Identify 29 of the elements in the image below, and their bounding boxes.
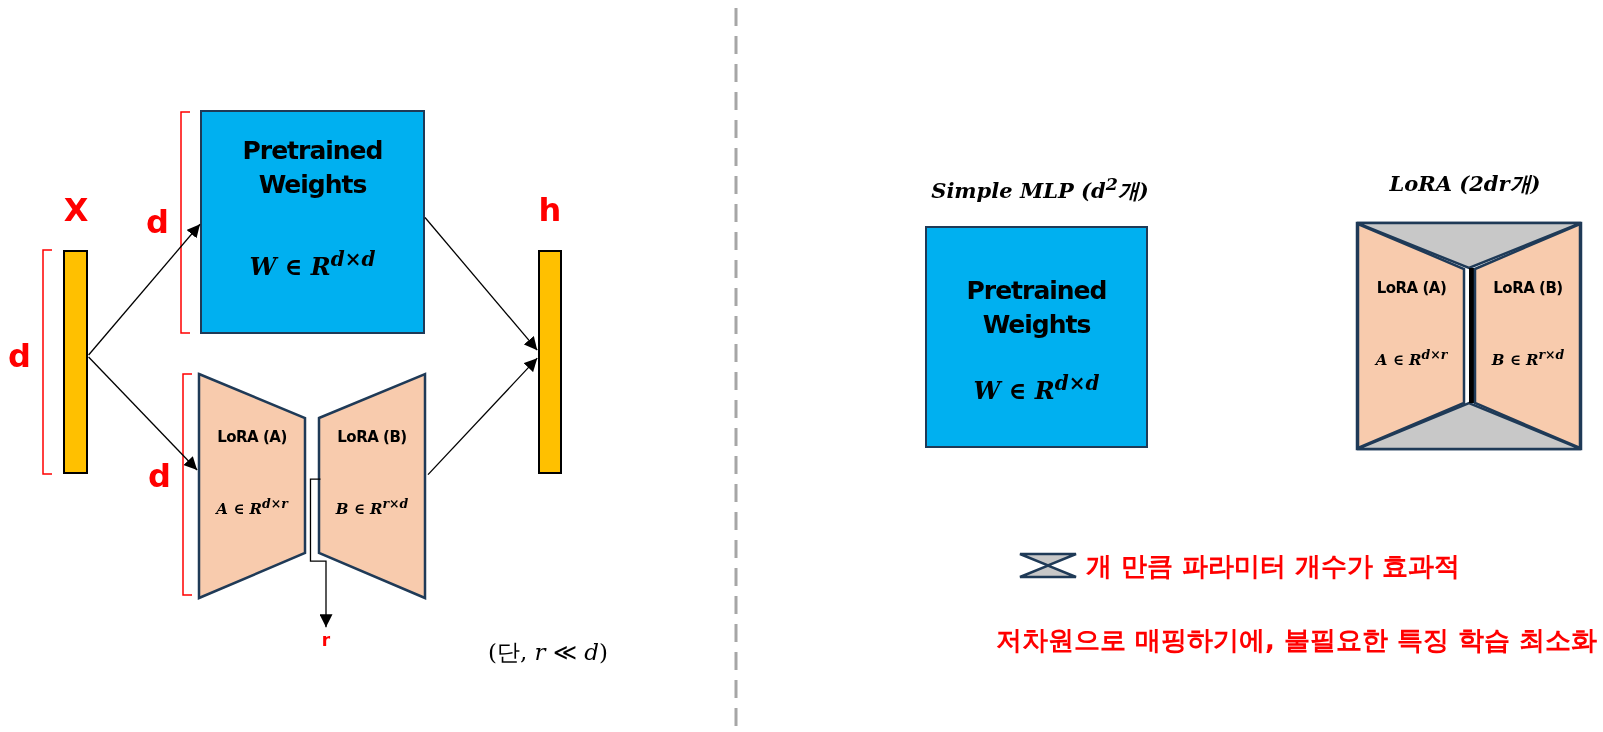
arrow	[87, 223, 201, 356]
note: (단, r ≪ d)	[488, 638, 608, 667]
dimension-label: d	[8, 336, 31, 376]
arrow	[424, 216, 538, 351]
figure-title: LoRA (2dr개)	[1388, 170, 1542, 198]
trapezoid-title: LoRA (B)	[336, 427, 408, 447]
dimension-label: d	[148, 456, 171, 496]
vector-label: h	[537, 190, 563, 230]
weight-box	[200, 110, 425, 334]
arrow	[309, 478, 333, 628]
formula: B ∈ R$^{r×d}$	[1490, 346, 1566, 370]
formula: W ∈ R$^{d×d}$	[248, 246, 377, 282]
formula: B ∈ R$^{r×d}$	[334, 495, 410, 519]
note: 개 만큼 파라미터 개수가 효과적	[1086, 550, 1461, 583]
vector-label: X	[62, 190, 90, 230]
note: 저차원으로 매핑하기에, 불필요한 특징 학습 최소화	[995, 624, 1597, 657]
arrow	[87, 356, 198, 471]
dimension-label: d	[146, 202, 169, 242]
dimension-label: r	[320, 629, 332, 652]
formula: A ∈ R$^{d×r}$	[214, 495, 290, 519]
arrow	[427, 357, 538, 476]
trapezoid-title: LoRA (A)	[1375, 278, 1448, 298]
trapezoid-title: LoRA (A)	[216, 427, 288, 447]
formula: W ∈ R$^{d×d}$	[972, 370, 1101, 406]
figure-title: Simple MLP (d$^{2}$개)	[930, 173, 1150, 205]
box-title: Pretrained Weights	[965, 275, 1108, 341]
formula: A ∈ R$^{d×r}$	[1373, 346, 1449, 370]
box-title: Pretrained Weights	[241, 135, 384, 201]
trapezoid-title: LoRA (B)	[1492, 278, 1564, 298]
